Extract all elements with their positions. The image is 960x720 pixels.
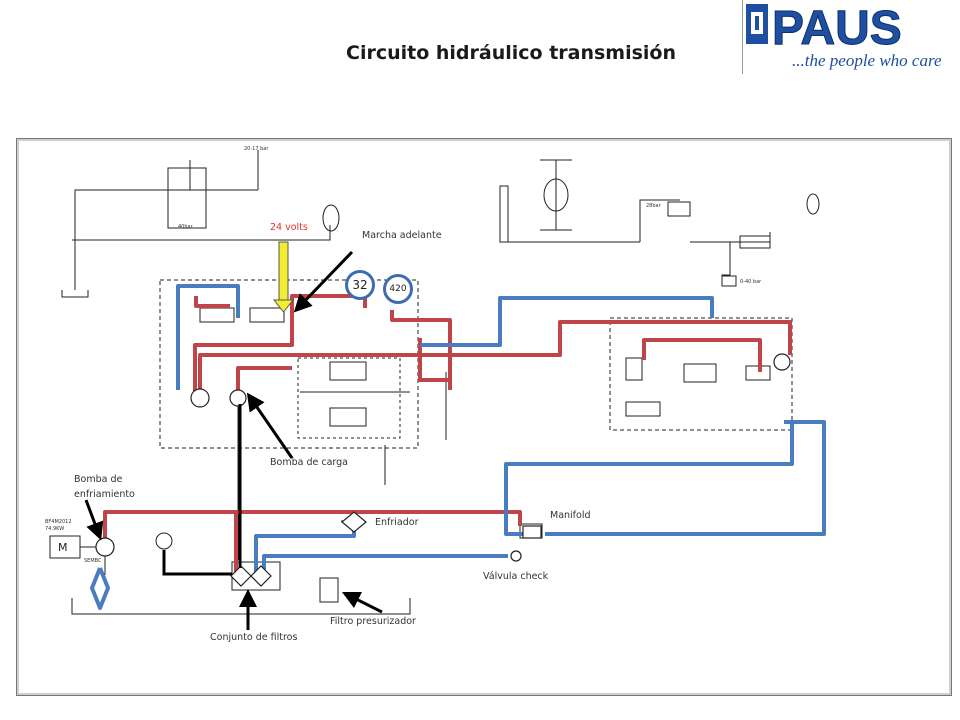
return-lines <box>90 284 826 610</box>
label-valvula-check: Válvula check <box>483 571 549 582</box>
motor-glyph: M <box>58 541 68 554</box>
diagram-frame <box>16 138 952 696</box>
transmission-pump-symbol <box>190 388 210 408</box>
logo-brand: PAUS <box>772 2 902 55</box>
manifold-symbol <box>522 525 542 539</box>
schematic-lines <box>49 150 820 615</box>
paus-logo: PAUS ...the people who care <box>746 2 942 70</box>
svg-text:SEMBC: SEMBC <box>84 558 102 564</box>
svg-text:BF4M2012: BF4M2012 <box>45 519 72 525</box>
cooling-pump-symbol <box>95 537 115 557</box>
check-valve-symbol <box>510 550 522 562</box>
pointer-arrows <box>84 250 383 630</box>
pressure-gauge-32: 32 <box>345 270 375 300</box>
charge-pump-symbol <box>229 389 247 407</box>
header-divider <box>742 0 743 74</box>
logo-tagline: ...the people who care <box>792 51 942 70</box>
component-symbols <box>95 353 791 587</box>
arrow-presurizador <box>341 591 383 614</box>
label-manifold: Manifold <box>550 510 591 521</box>
label-enfriador: Enfriador <box>375 517 419 528</box>
schematic-annotations: 20-17 bar 40bar 28bar 0-40 bar BF4M2012 … <box>45 146 762 564</box>
label-marcha-adelante: Marcha adelante <box>362 230 442 241</box>
svg-text:20-17 bar: 20-17 bar <box>244 146 269 152</box>
pressure-gauge-420: 420 <box>383 274 413 304</box>
pressure-lines <box>103 294 792 572</box>
cooler-symbol <box>341 511 367 533</box>
label-bomba-carga: Bomba de carga <box>270 457 348 468</box>
arrow-enfriamiento <box>84 499 104 541</box>
label-filtro-presurizador: Filtro presurizador <box>330 616 416 627</box>
arrow-carga <box>246 392 294 459</box>
hydraulic-motor-symbol <box>773 353 791 371</box>
svg-text:28bar: 28bar <box>646 203 662 209</box>
label-24-volts: 24 volts <box>270 222 308 233</box>
gauge-line <box>162 550 232 576</box>
label-conjunto-filtros: Conjunto de filtros <box>210 632 298 643</box>
signal-arrow <box>272 241 295 313</box>
arrow-marcha <box>293 250 354 313</box>
svg-text:0-40 bar: 0-40 bar <box>740 279 762 285</box>
svg-text:40bar: 40bar <box>178 224 194 230</box>
filter-symbol-1 <box>230 565 252 587</box>
filter-symbol-2 <box>250 565 272 587</box>
page-title: Circuito hidráulico transmisión <box>346 42 677 64</box>
svg-text:74.9KW: 74.9KW <box>45 526 64 532</box>
label-bomba-enfriamiento: Bomba de enfriamiento <box>74 474 135 500</box>
